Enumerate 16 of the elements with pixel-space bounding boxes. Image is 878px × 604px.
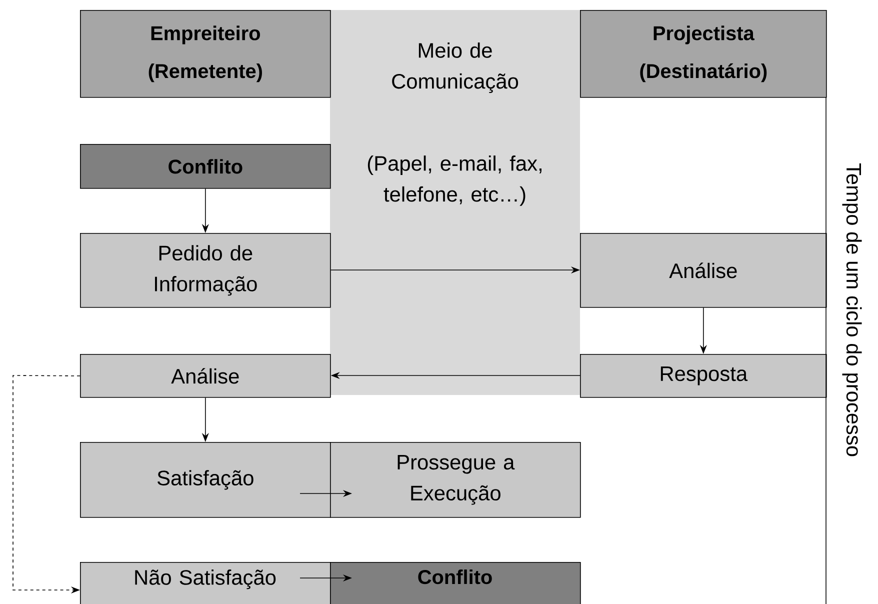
process-box: Pedido de Informação [80,233,331,308]
process-box: Análise [580,233,827,308]
process-box: Resposta [580,354,827,398]
column-heading: Meio de Comunicação [392,42,518,93]
process-box [80,562,331,604]
process-box [330,562,581,604]
header-box: Empreiteiro (Remetente) [80,10,331,98]
header-box: Projectista (Destinatário) [580,10,827,98]
process-box: Conflito [80,144,331,189]
process-box: Satisfação [80,442,331,518]
column-heading: (Papel, e-mail, fax, telefone, etc…) [368,156,542,206]
axis-label: Tempo de um ciclo do processo [842,163,862,456]
process-box: Análise [80,354,331,398]
box-label: Não Satisfação [135,570,276,590]
box-label: Conflito [418,570,492,584]
process-box: Prossegue a Execução [330,442,581,518]
